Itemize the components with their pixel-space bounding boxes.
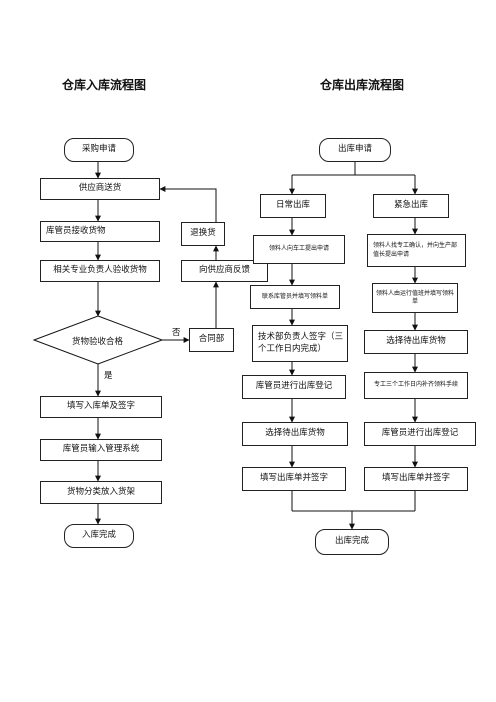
urgent-outbound-node: 紧急出库 — [373, 194, 449, 218]
daily-step2-node: 联系库管员并填写领料单 — [250, 285, 340, 309]
arrow-return-to-delivery — [159, 186, 217, 222]
inbound-title: 仓库入库流程图 — [62, 78, 147, 92]
outbound-request-node: 出库申请 — [319, 138, 391, 162]
decision-diamond — [32, 315, 164, 365]
urgent-step5-node: 库管员进行出库登记 — [364, 422, 476, 446]
supplier-feedback-node: 向供应商反馈 — [181, 260, 268, 282]
no-label: 否 — [172, 328, 181, 338]
daily-outbound-node: 日常出库 — [260, 194, 326, 218]
contract-dept-node: 合同部 — [189, 328, 234, 352]
supplier-delivery-node: 供应商送货 — [40, 178, 160, 200]
receive-goods-node: 库管员接收货物 — [40, 221, 160, 242]
purchase-request-node: 采购申请 — [64, 138, 134, 162]
daily-step6-node: 填写出库单并签字 — [242, 467, 346, 491]
urgent-step3-node: 选择待出库货物 — [364, 330, 468, 354]
yes-label: 是 — [104, 371, 113, 381]
daily-step3-node: 技术部负责人签字（三个工作日内完成） — [252, 325, 348, 362]
urgent-step1-node: 领料人找专工确认，并向生产部值长提出申请 — [367, 234, 466, 267]
inbound-complete-node: 入库完成 — [64, 524, 134, 548]
daily-step1-node: 领料人向车工提出申请 — [253, 235, 345, 264]
urgent-step6-node: 填写出库单并签字 — [364, 467, 468, 491]
return-exchange-node: 退换货 — [181, 222, 225, 246]
fill-inbound-form-node: 填写入库单及签字 — [40, 396, 162, 418]
urgent-step4-node: 专工三个工作日内补齐领料手续 — [364, 372, 468, 399]
daily-step5-node: 选择待出库货物 — [242, 422, 348, 446]
outbound-complete-node: 出库完成 — [315, 529, 389, 555]
daily-step4-node: 库管员进行出库登记 — [242, 375, 346, 399]
enter-system-node: 库管员输入管理系统 — [40, 439, 162, 461]
urgent-step2-node: 领料人由运行值班并填写领料单 — [372, 283, 458, 313]
shelve-goods-node: 货物分类放入货架 — [40, 481, 162, 504]
inspect-goods-node: 相关专业负责人验收货物 — [40, 260, 160, 282]
outbound-title: 仓库出库流程图 — [320, 78, 405, 92]
inspection-pass-label: 货物验收合格 — [72, 337, 124, 347]
